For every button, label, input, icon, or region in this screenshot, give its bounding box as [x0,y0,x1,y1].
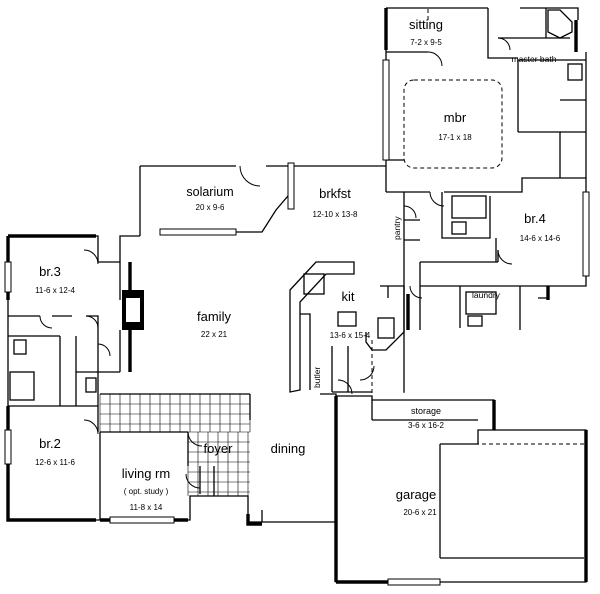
master-bath-name: master bath [512,54,557,64]
brkfst-dims: 12-10 x 13-8 [313,210,358,219]
butler-name: butler [312,367,322,388]
br2-dims: 12-6 x 11-6 [35,458,75,467]
living-dims: 11-8 x 14 [130,503,163,512]
fireplace [122,290,144,330]
br3-dims: 11-6 x 12-4 [35,286,75,295]
garage-dims: 20-6 x 21 [403,508,437,517]
dining-name: dining [271,441,306,456]
sitting-name: sitting [409,17,443,32]
foyer-tile-grid [99,393,251,496]
kit-dims: 13-6 x 15-4 [330,331,371,340]
windows [4,59,590,586]
mbr-name: mbr [444,110,467,125]
laundry-name: laundry [472,290,501,300]
family-dims: 22 x 21 [201,330,228,339]
solarium-dims: 20 x 9-6 [196,203,225,212]
pantry-name: pantry [392,216,402,240]
door-swings [39,37,513,489]
foyer-name: foyer [204,441,234,456]
living-note: ( opt. study ) [124,487,169,496]
storage-dims: 3-6 x 16-2 [408,421,445,430]
kit-name: kit [342,289,355,304]
br2-name: br.2 [39,436,61,451]
solarium-name: solarium [186,185,233,199]
brkfst-name: brkfst [319,186,351,201]
storage-name: storage [411,406,441,416]
br4-dims: 14-6 x 14-6 [520,234,561,243]
br4-name: br.4 [524,211,546,226]
room-labels: sitting 7-2 x 9-5 master bath mbr 17-1 x… [35,17,561,517]
living-name: living rm [122,466,170,481]
dashed-lines [371,8,586,445]
sitting-dims: 7-2 x 9-5 [410,38,442,47]
br3-name: br.3 [39,264,61,279]
garage-name: garage [396,487,436,502]
family-name: family [197,309,231,324]
mbr-dims: 17-1 x 18 [438,133,472,142]
